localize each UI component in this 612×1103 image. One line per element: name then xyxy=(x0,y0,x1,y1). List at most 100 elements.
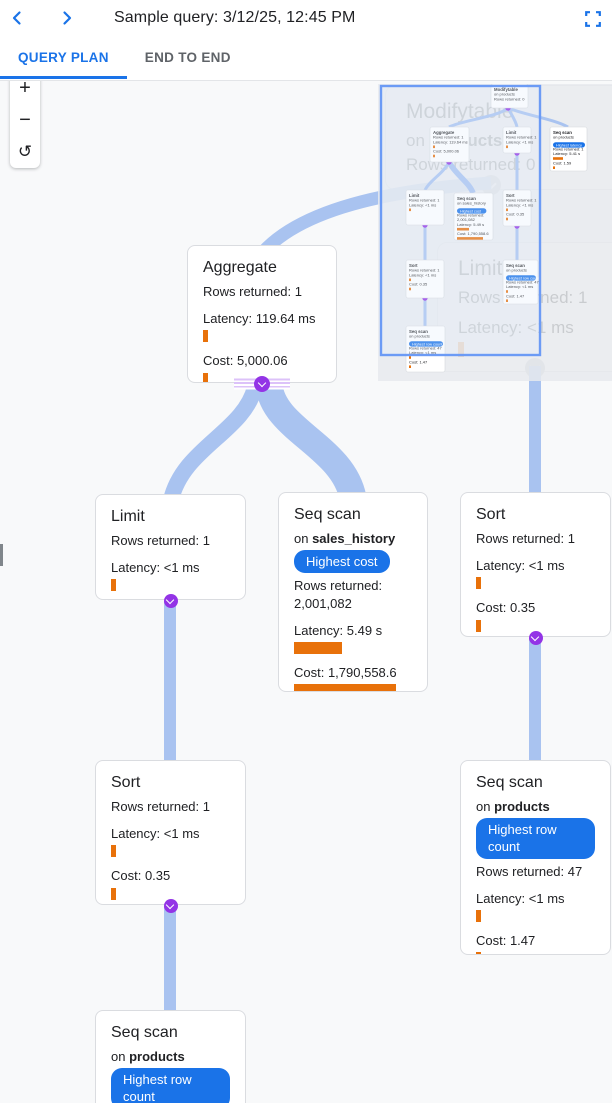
back-button[interactable] xyxy=(0,4,34,32)
minimap-node-title: Aggregate xyxy=(433,130,455,135)
minimap-node xyxy=(405,189,445,226)
minimap-node-line: Rows returned: 1 xyxy=(506,135,537,140)
zoom-out-button[interactable]: − xyxy=(10,104,40,136)
flow-edge xyxy=(163,384,263,503)
minimap-node-line: Rows returned: 1 xyxy=(433,135,464,140)
collapse-connector[interactable] xyxy=(234,376,290,392)
node-cost: Cost: 1,790,558.6 xyxy=(294,664,397,680)
minimap-node-line: Rows returned: 47 xyxy=(506,279,539,284)
spacer xyxy=(111,549,230,558)
node-title: Seq scan xyxy=(294,506,361,523)
minimap-node-title: Seq scan xyxy=(457,196,476,201)
collapse-connector[interactable] xyxy=(163,898,179,914)
minimap-node-line: on products xyxy=(553,135,574,140)
cost-bar xyxy=(294,684,396,691)
minimap-node-title: Limit xyxy=(506,130,517,135)
minimap-node-title: Seq scan xyxy=(409,329,428,334)
node-rows-returned: Rows returned: 1 xyxy=(476,531,575,547)
node-table: on sales_history xyxy=(294,531,396,547)
minimap-bar xyxy=(409,356,411,359)
minimap-node xyxy=(502,189,532,227)
scrollbar-handle[interactable] xyxy=(0,544,3,566)
minimap-bar xyxy=(457,237,483,240)
latency-bar xyxy=(476,909,481,922)
minimap-badge xyxy=(457,208,487,214)
forward-button[interactable] xyxy=(50,4,84,32)
minimap-bar xyxy=(506,290,508,293)
collapse-connector[interactable] xyxy=(528,630,544,646)
reset-zoom-button[interactable]: ↺ xyxy=(10,136,40,168)
minimap-node-line: Cost: 0.35 xyxy=(506,212,525,217)
minimap-node-line: Latency: <1 ms xyxy=(409,272,436,277)
minimap-bar xyxy=(506,299,508,302)
node-badge: Highest row count xyxy=(476,818,595,859)
zoom-in-button[interactable]: + xyxy=(10,72,40,104)
node-table: on products xyxy=(476,799,550,815)
minimap-node xyxy=(549,126,588,172)
minimap-bar xyxy=(409,365,411,368)
cost-bar xyxy=(111,887,116,900)
node-title: Sort xyxy=(476,506,506,523)
zoom-controls: + − ↺ xyxy=(10,72,40,168)
node-latency: Latency: <1 ms xyxy=(111,826,200,842)
minimap-node-line: Latency: 119.64 ms xyxy=(433,139,468,144)
minimap-bar xyxy=(409,287,411,291)
minimap-bar xyxy=(433,154,435,158)
spacer xyxy=(203,342,321,351)
minimap-node-line: on products xyxy=(506,268,527,273)
minimap-node xyxy=(405,325,446,373)
minimap-node-line: Latency: <1 ms xyxy=(506,139,533,144)
fullscreen-button[interactable] xyxy=(582,8,604,30)
node-title: Aggregate xyxy=(203,259,277,276)
minimap-node-line: Cost: 1.59 xyxy=(553,160,572,165)
minimap-viewport[interactable] xyxy=(379,84,542,357)
tab-query-plan[interactable]: QUERY PLAN xyxy=(0,36,127,79)
minimap-bar xyxy=(553,166,555,169)
minimap-node-line: Cost: 0.35 xyxy=(409,282,428,287)
node-cost: Cost: 0.35 xyxy=(111,868,171,884)
minimap-badge-label: Highest row count xyxy=(412,342,443,346)
minimap-node-line: Latency: <1 ms xyxy=(506,284,533,289)
minimap-node xyxy=(490,83,529,109)
minimap-node-line: Rows returned: 1 xyxy=(553,146,584,151)
minimap-node-line: Rows returned: 1 xyxy=(506,198,537,203)
collapse-connector[interactable] xyxy=(163,593,179,609)
minimap-node-line: Cost: 1.47 xyxy=(409,359,428,364)
chevron-down-icon[interactable] xyxy=(528,631,543,645)
minimap-node-line: Cost: 5,000.06 xyxy=(433,149,460,154)
tab-end-to-end[interactable]: END TO END xyxy=(144,50,231,65)
minimap-bar xyxy=(506,217,508,221)
plan-edges xyxy=(163,176,541,1016)
spacer xyxy=(203,300,321,309)
minimap-bar xyxy=(409,278,411,282)
minimap-node-line: Latency: 5.41 s xyxy=(553,151,580,156)
plan-canvas[interactable]: Modifytableon productsRows returned: 0Li… xyxy=(0,80,612,1103)
latency-bar xyxy=(294,641,342,654)
minimap-node-line: Rows returned: 1 xyxy=(409,268,440,273)
node-latency: Latency: 5.49 s xyxy=(294,622,383,638)
node-rows-returned: Rows returned: 1 xyxy=(111,533,210,549)
minimap-node-line: Rows returned: 1 xyxy=(409,198,440,203)
minimap[interactable]: Modifytableon productsRows returned: 0Ag… xyxy=(378,83,612,381)
minimap-bar xyxy=(506,208,508,212)
minimap-node-line: Rows returned: xyxy=(457,212,484,217)
minimap-node-title: Modifytable xyxy=(494,87,518,92)
chevron-down-icon[interactable] xyxy=(254,376,270,392)
cost-bar xyxy=(476,619,481,632)
chevron-down-icon[interactable] xyxy=(163,899,178,913)
minimap-badge xyxy=(553,142,585,148)
chevron-right-icon xyxy=(63,11,72,25)
minimap-badge xyxy=(409,341,443,347)
chevron-down-icon[interactable] xyxy=(163,594,178,608)
page-title: Sample query: 3/12/25, 12:45 PM xyxy=(114,9,356,26)
node-rows-returned: Rows returned: 1 xyxy=(203,284,302,300)
minimap-bar xyxy=(553,157,563,160)
spacer xyxy=(476,922,595,931)
